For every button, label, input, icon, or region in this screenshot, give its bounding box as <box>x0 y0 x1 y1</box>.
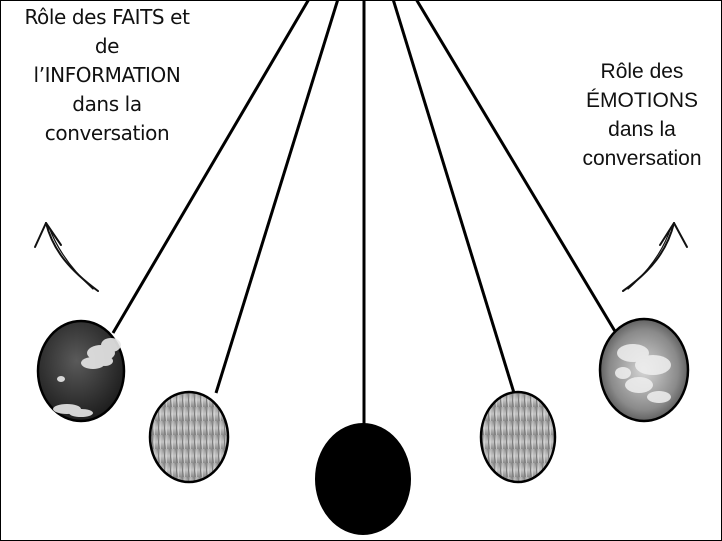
caption-line: dans la <box>608 118 676 141</box>
caption-line: de <box>94 34 120 58</box>
right-curved-arrow <box>622 222 688 292</box>
caption-line: Rôle des FAITS et <box>24 5 190 29</box>
emotions-caption: Rôle des ÉMOTIONS dans la conversation <box>561 57 721 173</box>
caption-line: dans la <box>72 92 142 116</box>
string-5 <box>415 1 618 334</box>
pendulum-ball-grass-left <box>148 390 230 484</box>
pendulum-ball-sky-right <box>598 317 690 423</box>
pendulum-strings <box>111 1 618 425</box>
string-2 <box>214 1 339 394</box>
caption-line: ÉMOTIONS <box>585 89 698 112</box>
pendulum-ball-grass-right <box>479 390 557 484</box>
string-1 <box>111 1 310 334</box>
caption-line: conversation <box>44 121 170 145</box>
caption-line: conversation <box>582 147 702 170</box>
string-4 <box>392 1 516 394</box>
pendulum-ball-dark-center <box>315 423 411 535</box>
pendulum-ball-sky-left <box>36 319 126 423</box>
left-curved-arrow <box>34 222 99 292</box>
caption-line: Rôle des <box>600 60 684 83</box>
caption-line: l’INFORMATION <box>33 63 181 87</box>
facts-information-caption: Rôle des FAITS et de l’INFORMATION dans … <box>1 3 213 148</box>
